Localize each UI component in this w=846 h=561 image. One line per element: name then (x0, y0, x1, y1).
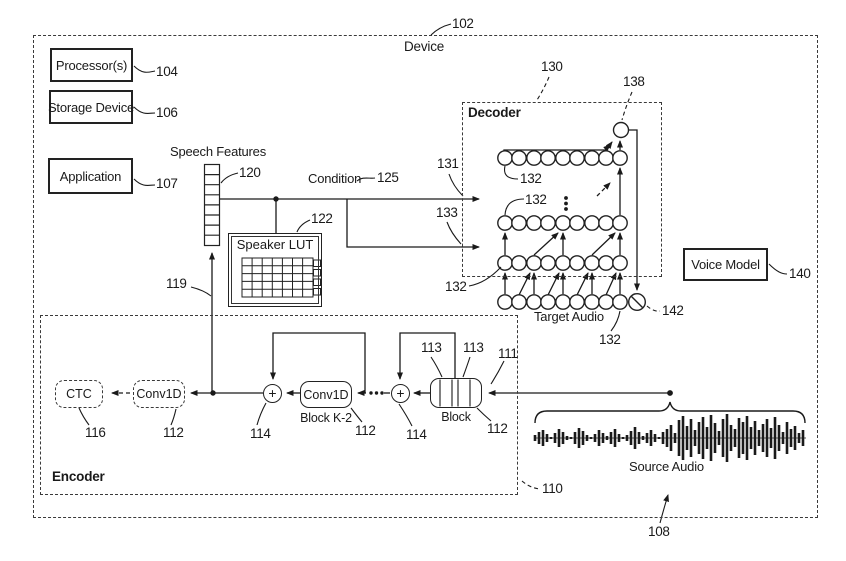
decoder-output-node (612, 121, 630, 139)
ref-114-left: 114 (250, 426, 271, 441)
ref-112-block: 112 (487, 421, 508, 436)
adder-node-2: + (391, 384, 410, 403)
decoder-row-4-target-audio (497, 294, 628, 310)
condition-label: Condition (308, 171, 362, 186)
speech-features-stack (203, 163, 221, 247)
ref-116: 116 (85, 425, 106, 440)
decoder-row-1 (497, 150, 628, 166)
decoder-row-2 (497, 215, 628, 231)
ref-112-conv1d: 112 (163, 425, 184, 440)
ref-119: 119 (166, 276, 187, 291)
ref-132-row4: 132 (599, 332, 621, 347)
decoder-end-node (628, 293, 647, 312)
decoder-node-rows (497, 121, 647, 312)
source-audio-graphics (533, 401, 806, 462)
conv1d-label: Conv1D (303, 387, 349, 402)
ref-133: 133 (436, 205, 458, 220)
storage-device-label: Storage Device (47, 99, 135, 115)
conv1d-label: Conv1D (136, 387, 182, 401)
ref-140: 140 (789, 266, 811, 281)
ref-142: 142 (662, 303, 684, 318)
ref-112-block-k2: 112 (355, 423, 376, 438)
junction-dot (210, 390, 216, 396)
leader-lines (78, 23, 788, 524)
application-box: Application (48, 158, 133, 194)
source-audio-pointer (659, 494, 669, 524)
block-stripes (439, 379, 471, 407)
application-label: Application (59, 168, 122, 184)
ref-131: 131 (437, 156, 459, 171)
ref-132-row1: 132 (520, 171, 542, 186)
ref-110: 110 (542, 481, 563, 496)
decoder-box (462, 102, 662, 277)
ctc-label: CTC (66, 387, 92, 401)
conv1d-final-box: Conv1D (133, 380, 185, 408)
ref-138: 138 (623, 74, 645, 89)
processors-label: Processor(s) (55, 57, 128, 73)
ref-107: 107 (156, 176, 178, 191)
block-k2-label: Block K-2 (300, 411, 352, 425)
brace (534, 401, 806, 424)
skip-connection-2 (397, 332, 456, 380)
junction-dot (667, 390, 673, 396)
ref-125: 125 (377, 170, 399, 185)
ref-102: 102 (452, 16, 474, 31)
output-feedback-line (628, 129, 640, 291)
device-label: Device (404, 39, 445, 54)
speaker-lut-inner-border (231, 236, 319, 304)
ref-130: 130 (541, 59, 563, 74)
block-box (430, 378, 482, 408)
processors-box: Processor(s) (50, 48, 133, 82)
ctc-box: CTC (55, 380, 103, 408)
waveform (533, 414, 805, 462)
decoder-row-3 (497, 255, 628, 271)
block-label: Block (441, 410, 471, 424)
source-audio-label: Source Audio (629, 459, 704, 474)
voice-model-label: Voice Model (691, 257, 760, 272)
ref-113-right: 113 (463, 340, 484, 355)
ref-114-right: 114 (406, 427, 427, 442)
storage-device-box: Storage Device (47, 90, 135, 124)
speech-features-label: Speech Features (170, 144, 267, 159)
junction-dot (273, 196, 279, 202)
plus-icon: + (396, 385, 405, 401)
ref-122: 122 (311, 211, 333, 226)
decoder-label: Decoder (468, 105, 521, 120)
encoder-signal-lines (111, 252, 673, 407)
ref-132-row2: 132 (525, 192, 547, 207)
voice-model-box: Voice Model (683, 248, 768, 281)
encoder-label: Encoder (52, 469, 105, 484)
encoder-box (40, 315, 518, 495)
speaker-lut-grid (241, 257, 321, 298)
device-box (33, 35, 818, 518)
ref-104: 104 (156, 64, 178, 79)
speaker-lut-label: Speaker LUT (236, 237, 314, 252)
ref-120: 120 (239, 165, 261, 180)
skip-connection-1 (270, 332, 366, 393)
ref-132-row3: 132 (445, 279, 467, 294)
ref-111: 111 (498, 346, 518, 361)
target-audio-label: Target Audio (534, 309, 604, 324)
ref-108: 108 (648, 524, 670, 539)
conv1d-block-k2-box: Conv1D (300, 381, 352, 408)
plus-icon: + (268, 385, 277, 401)
speaker-lut-box: Speaker LUT (228, 233, 322, 307)
adder-node-1: + (263, 384, 282, 403)
ref-106: 106 (156, 105, 178, 120)
condition-lines (219, 196, 480, 250)
ref-113-left: 113 (421, 340, 442, 355)
